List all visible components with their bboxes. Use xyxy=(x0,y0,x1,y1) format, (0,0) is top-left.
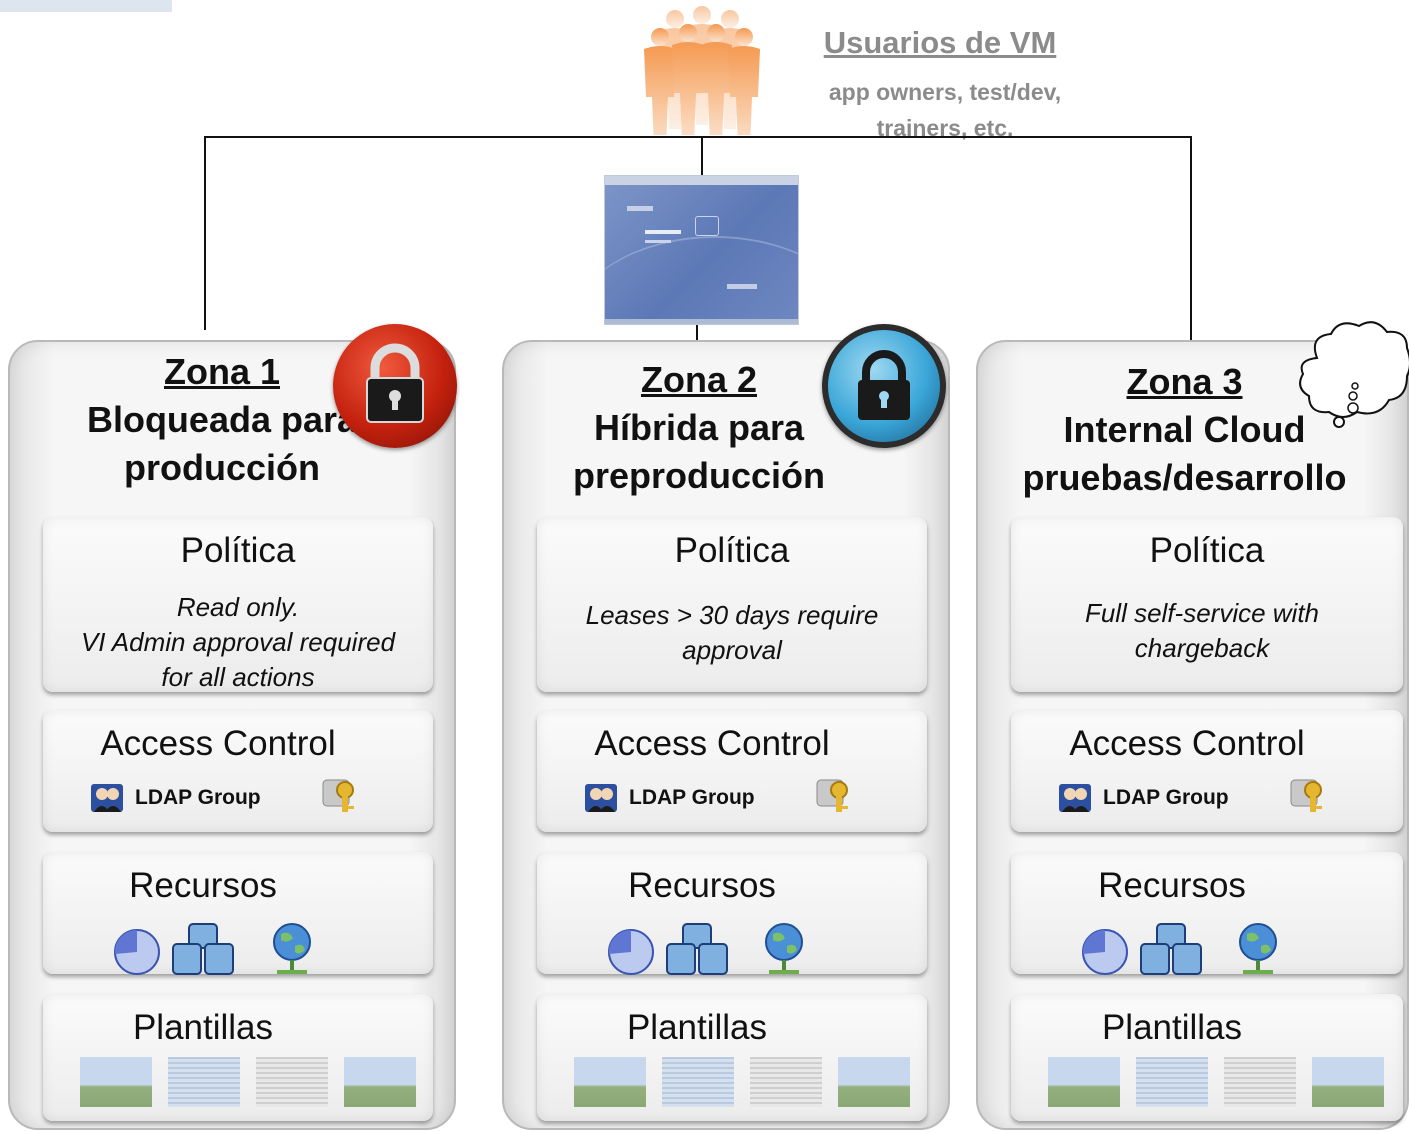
zone-line1: Híbrida para xyxy=(593,407,805,448)
policy-title: Política xyxy=(180,531,296,570)
ldap-label: LDAP Group xyxy=(629,786,755,809)
template-thumbnail xyxy=(1136,1057,1208,1107)
users-subtitle: app owners, test/dev, trainers, etc. xyxy=(828,79,1062,141)
cpu-pie-icon xyxy=(1082,929,1128,975)
template-thumbnail xyxy=(662,1057,734,1107)
template-thumbnail xyxy=(256,1057,328,1107)
template-thumbnail xyxy=(1312,1057,1384,1107)
template-thumbnail xyxy=(1224,1057,1296,1107)
policy-text: Read only. VI Admin approval required fo… xyxy=(80,592,396,692)
resources-card: Recursos xyxy=(1011,852,1403,975)
policy-text: Full self-service with chargeback xyxy=(1084,598,1320,663)
access-title: Access Control xyxy=(594,724,830,763)
zone-line2: pruebas/desarrollo xyxy=(1022,457,1347,498)
corner-tab xyxy=(0,0,172,12)
zone-line1: Internal Cloud xyxy=(1063,409,1306,450)
resources-title: Recursos xyxy=(1098,866,1246,905)
template-thumbnail xyxy=(838,1057,910,1107)
access-title: Access Control xyxy=(100,724,336,763)
resources-title: Recursos xyxy=(129,866,277,905)
access-card: Access Control LDAP Group xyxy=(43,710,433,832)
zone-number: Zona 2 xyxy=(640,359,757,400)
policy-card: Política Full self-service with chargeba… xyxy=(1011,517,1403,692)
zone-2: Zona 2 Híbrida para preproducción Políti… xyxy=(502,340,950,1130)
connector-center-line xyxy=(701,136,703,175)
templates-card: Plantillas xyxy=(43,994,433,1121)
policy-title: Política xyxy=(674,531,790,570)
template-thumbnail xyxy=(1048,1057,1120,1107)
template-thumbnail xyxy=(168,1057,240,1107)
zone-line1: Bloqueada para xyxy=(86,399,358,440)
zone-line2: preproducción xyxy=(572,455,826,496)
ldap-users-icon xyxy=(1059,784,1091,812)
templates-title: Plantillas xyxy=(132,1008,274,1047)
network-globe-icon xyxy=(765,923,803,974)
connector-right-line xyxy=(1190,136,1192,346)
policy-card: Política Leases > 30 days require approv… xyxy=(537,517,927,692)
zone-line2: producción xyxy=(124,447,320,488)
datastore-icon xyxy=(172,923,234,975)
keys-icon xyxy=(322,779,354,812)
zone-number: Zona 3 xyxy=(1126,361,1243,402)
users-group-icon xyxy=(644,6,760,135)
datastore-icon xyxy=(666,923,728,975)
zone-number: Zona 1 xyxy=(163,351,280,392)
zone-heading: Zona 1 Bloqueada para producción xyxy=(0,348,444,492)
portal-screenshot xyxy=(604,175,799,325)
templates-title: Plantillas xyxy=(626,1008,768,1047)
access-card: Access Control LDAP Group xyxy=(1011,710,1403,832)
templates-card: Plantillas xyxy=(537,994,927,1121)
lock-red-icon xyxy=(333,324,457,448)
cpu-pie-icon xyxy=(608,929,654,975)
policy-card: Política Read only. VI Admin approval re… xyxy=(43,517,433,692)
ldap-label: LDAP Group xyxy=(1103,786,1229,809)
connector-top-line xyxy=(204,136,1192,138)
template-thumbnail xyxy=(750,1057,822,1107)
zone-heading: Zona 3 Internal Cloud pruebas/desarrollo xyxy=(970,358,1399,502)
policy-text: Leases > 30 days require approval xyxy=(585,600,879,665)
template-thumbnail xyxy=(80,1057,152,1107)
zone-1: Zona 1 Bloqueada para producción Polític… xyxy=(8,340,456,1130)
users-title: Usuarios de VM xyxy=(823,25,1057,60)
ldap-label: LDAP Group xyxy=(135,786,261,809)
zone-heading: Zona 2 Híbrida para preproducción xyxy=(477,356,921,500)
ldap-users-icon xyxy=(91,784,123,812)
template-thumbnail xyxy=(574,1057,646,1107)
keys-icon xyxy=(816,779,848,812)
cloud-icon xyxy=(1299,321,1409,428)
access-title: Access Control xyxy=(1069,724,1305,763)
zone-3: Zona 3 Internal Cloud pruebas/desarrollo… xyxy=(976,340,1409,1130)
lock-blue-icon xyxy=(822,324,946,448)
connector-left-line xyxy=(204,136,206,330)
keys-icon xyxy=(1290,779,1322,812)
resources-title: Recursos xyxy=(628,866,776,905)
datastore-icon xyxy=(1140,923,1202,975)
template-thumbnail xyxy=(344,1057,416,1107)
connector-center-lower-line xyxy=(696,323,698,342)
resources-card: Recursos xyxy=(43,852,433,975)
templates-title: Plantillas xyxy=(1101,1008,1243,1047)
access-card: Access Control LDAP Group xyxy=(537,710,927,832)
policy-title: Política xyxy=(1149,531,1265,570)
network-globe-icon xyxy=(273,923,311,974)
cpu-pie-icon xyxy=(114,929,160,975)
templates-card: Plantillas xyxy=(1011,994,1403,1121)
network-globe-icon xyxy=(1239,923,1277,974)
resources-card: Recursos xyxy=(537,852,927,975)
ldap-users-icon xyxy=(585,784,617,812)
